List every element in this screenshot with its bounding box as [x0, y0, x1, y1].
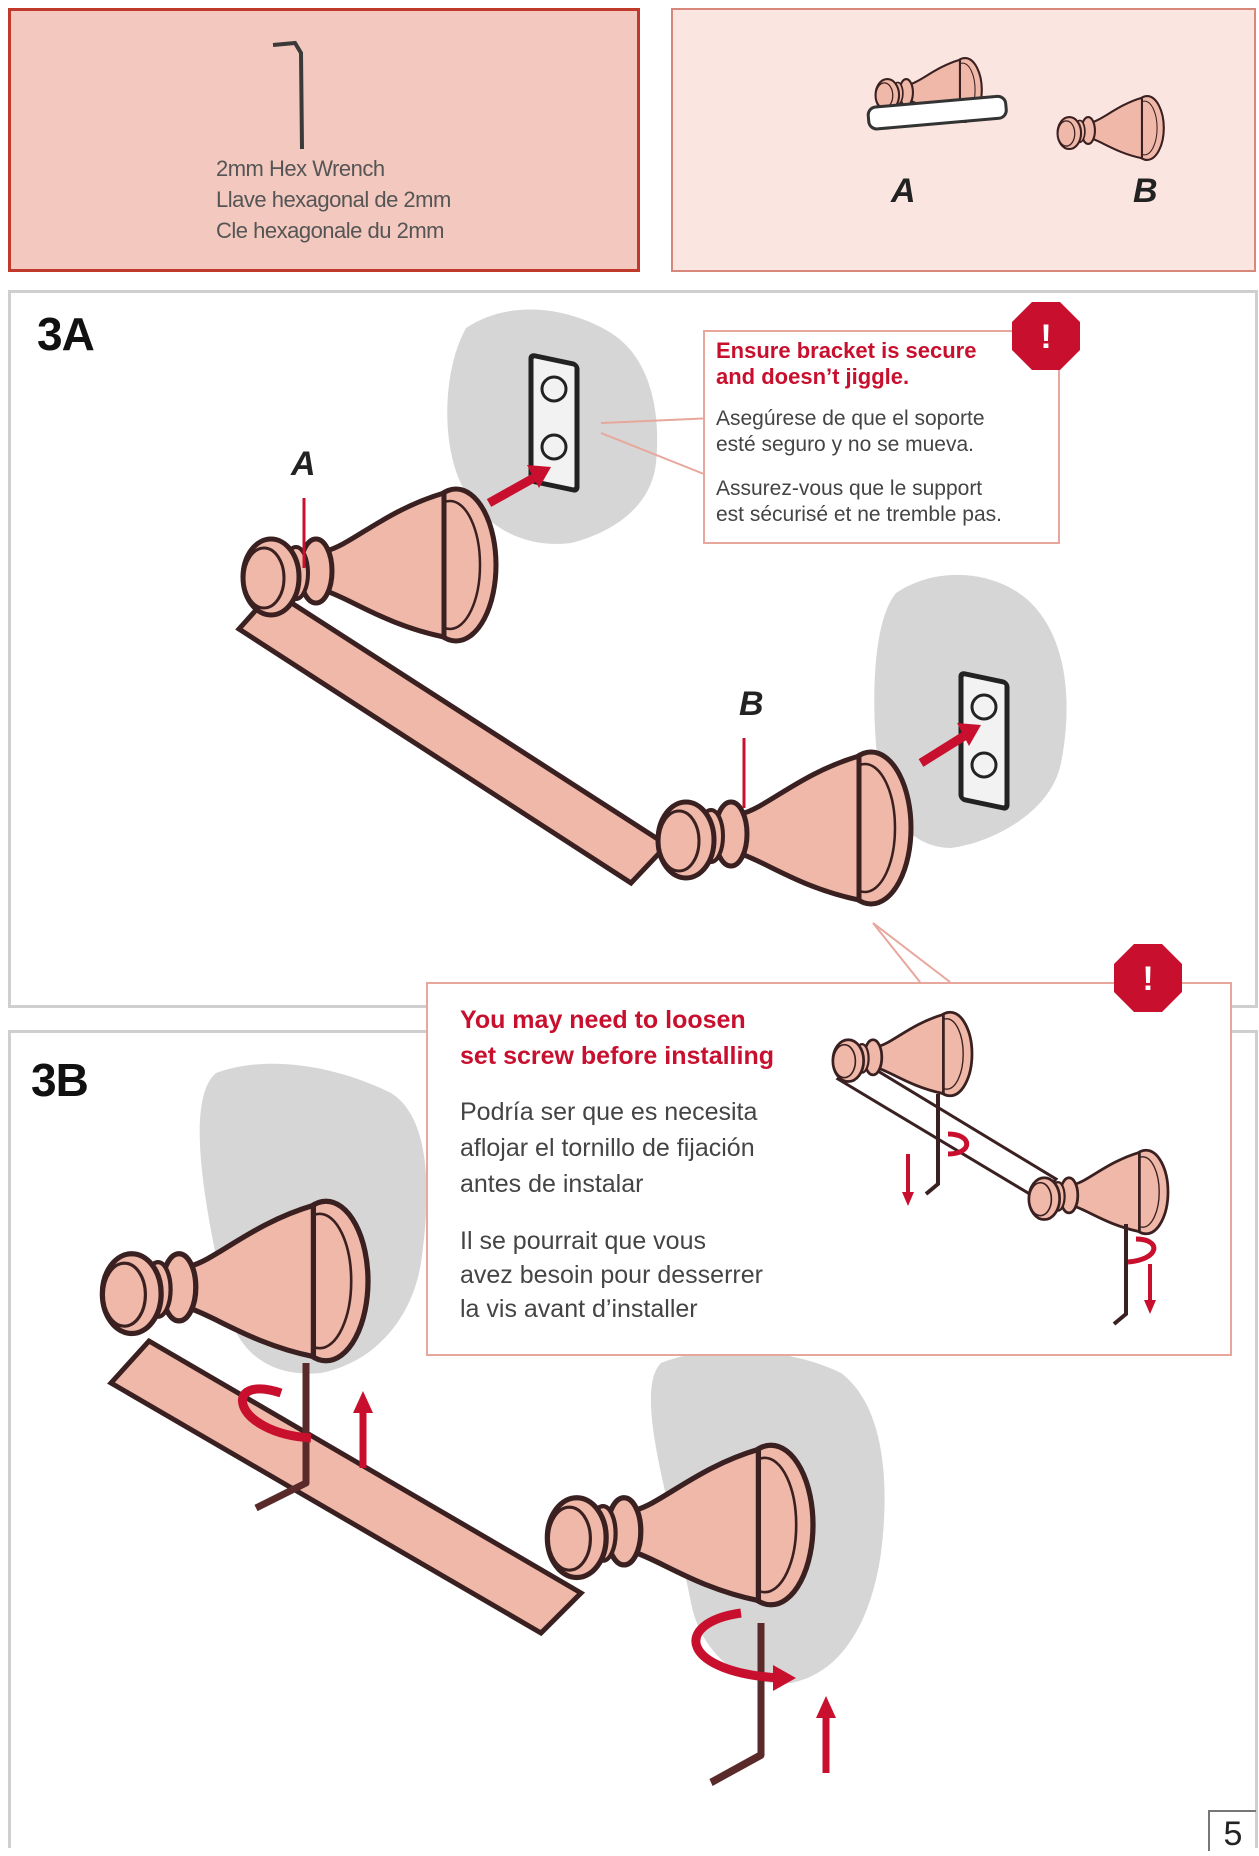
- callout-es: Podría ser que es necesita aflojar el to…: [460, 1094, 757, 1202]
- arrow-icon: [486, 465, 551, 507]
- tool-line-en: 2mm Hex Wrench: [216, 156, 385, 181]
- callout-es-line1: Asegúrese de que el soporte: [716, 407, 985, 430]
- set-screw-illustration: [831, 1010, 1170, 1326]
- page-number: 5: [1208, 1810, 1256, 1853]
- callout-fr-line2: avez besoin pour desserrer: [460, 1261, 763, 1289]
- step-3a-label: 3A: [37, 308, 95, 360]
- callout-fr-line2: est sécurisé et ne tremble pas.: [716, 503, 1002, 526]
- callout-warning-line1: You may need to loosen: [460, 1006, 746, 1034]
- warning-stop-icon: !: [1012, 302, 1080, 370]
- callout-es-line2: esté seguro y no se mueva.: [716, 433, 974, 456]
- tool-line-es: Llave hexagonal de 2mm: [216, 187, 451, 212]
- callout-fr: Il se pourrait que vous avez besoin pour…: [460, 1224, 763, 1326]
- callout-warning: You may need to loosen set screw before …: [460, 1002, 774, 1074]
- callout-es-line1: Podría ser que es necesita: [460, 1098, 758, 1126]
- step-3a-panel: 3A A B: [8, 290, 1258, 1008]
- callout-es-line2: aflojar el tornillo de fijación: [460, 1134, 755, 1162]
- callout-es-line3: antes de instalar: [460, 1170, 644, 1198]
- set-screw-callout: You may need to loosen set screw before …: [426, 982, 1232, 1356]
- callout-warning: Ensure bracket is secure and doesn’t jig…: [716, 338, 976, 390]
- tool-line-fr: Cle hexagonale du 2mm: [216, 218, 444, 243]
- step-3a-label-b: B: [739, 685, 764, 723]
- svg-text:!: !: [1040, 318, 1051, 356]
- callout-warning-line2: and doesn’t jiggle.: [716, 364, 910, 389]
- step-3b-label: 3B: [31, 1054, 89, 1106]
- callout-fr-line1: Il se pourrait que vous: [460, 1227, 706, 1255]
- callout-es: Asegúrese de que el soporte esté seguro …: [716, 406, 985, 458]
- callout-warning-line2: set screw before installing: [460, 1042, 774, 1070]
- callout-fr-line3: la vis avant d’installer: [460, 1295, 698, 1323]
- tool-box: 2mm Hex Wrench Llave hexagonal de 2mm Cl…: [8, 8, 640, 272]
- part-label-b: B: [1133, 172, 1158, 210]
- parts-box: A B: [671, 8, 1256, 272]
- step-3a-label-a: A: [291, 445, 316, 483]
- post-b: [658, 752, 911, 904]
- step-3a-illustration: [235, 309, 1067, 1011]
- callout-fr: Assurez-vous que le support est sécurisé…: [716, 476, 1002, 528]
- bracket-secure-callout: Ensure bracket is secure and doesn’t jig…: [703, 330, 1060, 544]
- arrow-icon: [918, 723, 981, 767]
- callout-pointer: [872, 922, 951, 983]
- rotate-arrow-icon: [238, 1384, 312, 1443]
- callout-fr-line1: Assurez-vous que le support: [716, 477, 983, 500]
- tool-label: 2mm Hex Wrench Llave hexagonal de 2mm Cl…: [216, 153, 451, 246]
- rotate-arrow-icon: [691, 1608, 782, 1683]
- callout-warning-line1: Ensure bracket is secure: [716, 338, 977, 363]
- svg-text:!: !: [1142, 960, 1153, 998]
- parts-illustration: [866, 57, 1165, 161]
- hex-wrench-icon: [272, 40, 304, 150]
- part-label-a: A: [891, 172, 916, 210]
- warning-stop-icon: !: [1114, 944, 1182, 1012]
- step-3b-illustration: [11, 1063, 885, 1851]
